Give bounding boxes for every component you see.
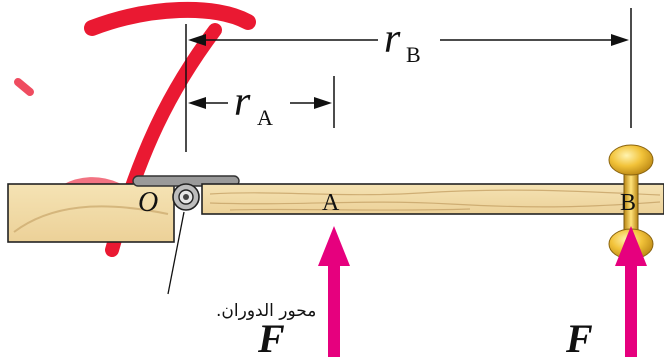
- force-label-a: F: [257, 316, 285, 357]
- axis-leader-line: [167, 211, 185, 295]
- force-arrow-b: [615, 226, 647, 357]
- force-label-b: F: [565, 316, 593, 357]
- r-b-subscript: B: [406, 42, 421, 67]
- point-a-label: A: [322, 190, 340, 216]
- force-arrow-a: [318, 226, 350, 357]
- lever-grain: [209, 189, 661, 211]
- r-b-label: r: [384, 16, 401, 62]
- pivot-label: O: [138, 187, 158, 218]
- wall-block: [7, 183, 175, 243]
- r-a-subscript: A: [257, 105, 273, 130]
- point-b-label: B: [620, 190, 636, 216]
- r-a-dimension: [188, 97, 332, 109]
- wall-grain: [13, 205, 169, 233]
- door-handle: [608, 144, 654, 260]
- axis-caption: محور الدوران.: [216, 301, 316, 321]
- r-b-dimension: [188, 34, 629, 46]
- r-a-label: r: [234, 79, 251, 125]
